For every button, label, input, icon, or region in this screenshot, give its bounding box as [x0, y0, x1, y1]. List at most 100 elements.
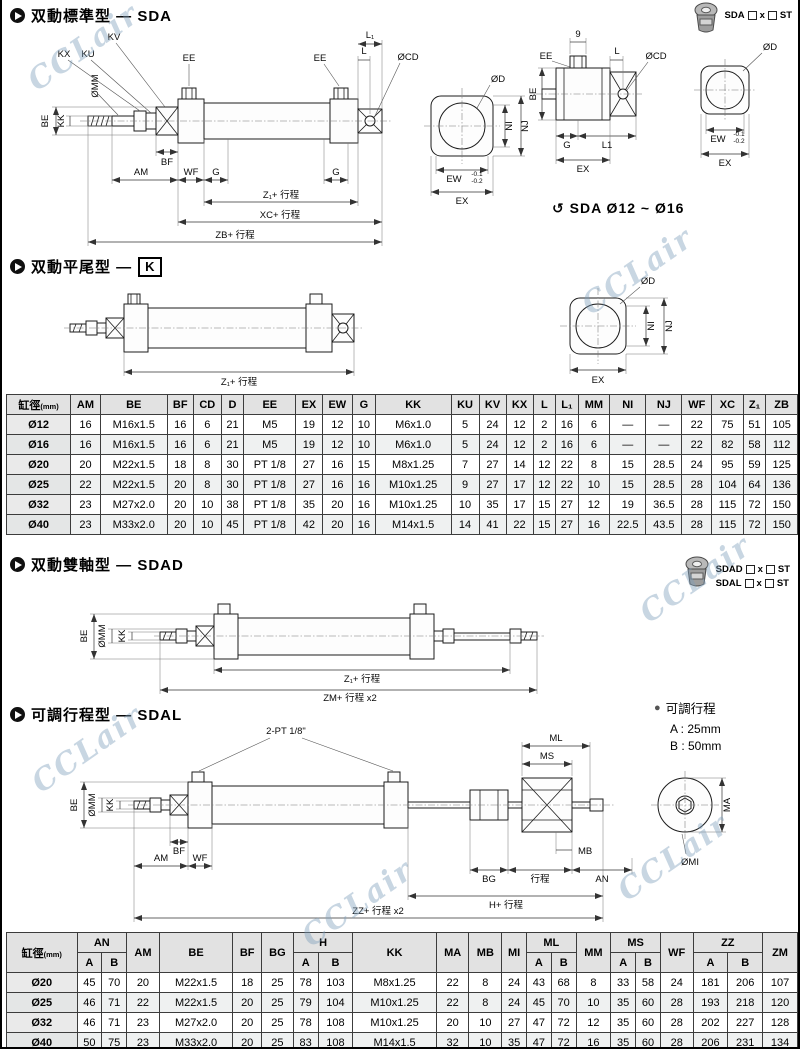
dimension-lines — [90, 613, 538, 694]
bore-placeholder-box — [745, 565, 755, 574]
dim-label-zb-stroke: ZB+ 行程 — [215, 229, 255, 241]
size-range-note: ↺ SDA Ø12 ~ Ø16 — [552, 200, 684, 217]
dim-value: 22 — [126, 992, 160, 1013]
dim-value: 104 — [317, 992, 354, 1013]
dim-value: 20 — [126, 972, 160, 993]
dim-value: 27 — [295, 454, 323, 475]
tolerance-upper: -0.1 — [733, 131, 745, 138]
dim-label-nj: NJ — [520, 120, 531, 132]
dim-value: 22 — [555, 454, 579, 475]
dim-value: 45 — [76, 972, 103, 993]
dim-value: 60 — [635, 992, 661, 1013]
bore-size: Ø16 — [5, 434, 72, 455]
dim-value: 75 — [711, 414, 744, 435]
dim-label-mb: MB — [578, 846, 592, 857]
dim-label-kk: KK — [56, 114, 67, 127]
dim-value: M16x1.5 — [99, 434, 168, 455]
dim-value: 8 — [468, 992, 503, 1013]
stroke-placeholder-box — [767, 11, 777, 20]
dim-value: 23 — [126, 1012, 160, 1033]
dim-label-kv: KV — [108, 32, 121, 43]
dim-value: 35 — [478, 494, 507, 515]
dim-value: 10 — [468, 1032, 503, 1047]
dim-label-an: AN — [595, 874, 608, 885]
dimension-lines — [80, 737, 726, 922]
k-option-box: K — [138, 256, 162, 277]
dim-label-be: BE — [79, 630, 90, 643]
dim-value: PT 1/8 — [243, 454, 297, 475]
cylinder-outline — [133, 771, 713, 833]
col-header: BG — [261, 932, 294, 973]
dim-label-kk: KK — [105, 798, 116, 811]
dim-value: 22 — [555, 474, 579, 495]
dim-label-port: 2-PT 1/8" — [266, 726, 306, 737]
dim-value: — — [609, 414, 647, 435]
dim-value: 16 — [321, 474, 354, 495]
bore-placeholder-box — [747, 11, 757, 20]
dim-label-l: L — [361, 46, 366, 57]
dim-value: 12 — [532, 474, 557, 495]
col-header: CD — [192, 394, 222, 415]
dim-value: 112 — [765, 434, 798, 455]
col-header: KV — [478, 394, 507, 415]
section-title-k: 双動平尾型 — — [31, 259, 133, 276]
dim-value: 45 — [525, 992, 552, 1013]
dim-value: M22x1.5 — [158, 972, 234, 993]
dim-value: PT 1/8 — [243, 494, 297, 515]
dim-value: 58 — [742, 434, 767, 455]
dim-label-ku: KU — [81, 49, 94, 60]
dim-value: M27x2.0 — [99, 494, 168, 515]
col-header-bore: 缸徑(mm) — [5, 394, 72, 415]
section-title-sdad: 双動雙軸型 — SDAD — [31, 557, 184, 574]
bore-size: Ø40 — [5, 514, 72, 535]
col-header: G — [352, 394, 376, 415]
dim-value: 15 — [352, 454, 376, 475]
section-title-sdal: 可調行程型 — SDAL — [31, 707, 183, 724]
dim-label-d: ØD — [763, 42, 777, 53]
model-x: x — [756, 578, 762, 589]
dim-value: 47 — [525, 1032, 552, 1047]
dim-value: 20 — [166, 494, 194, 515]
dim-value: 22 — [435, 972, 470, 993]
dim-value: 12 — [505, 414, 534, 435]
sda-side-view-drawing: KX KU KV EE EE L L₁ ØCD ØMM BE KK BF AM … — [40, 30, 531, 246]
dim-value: 22 — [435, 992, 470, 1013]
dim-value: 22.5 — [609, 514, 647, 535]
dim-value: 20 — [166, 474, 194, 495]
dim-value: 20 — [70, 454, 101, 475]
dim-value: 72 — [550, 1012, 577, 1033]
sdad-side-view-drawing: BE ØMM KK Z₁+ 行程 ZM+ 行程 x2 — [79, 603, 544, 704]
dim-value: 10 — [468, 1012, 503, 1033]
dim-value: 46 — [76, 1012, 103, 1033]
dim-value: 20 — [232, 1012, 263, 1033]
col-header: AM — [126, 932, 160, 973]
dim-value: 15 — [609, 474, 647, 495]
dim-value: 24 — [681, 454, 713, 475]
dim-value: 27 — [478, 474, 507, 495]
dim-label-be: BE — [40, 115, 51, 128]
dim-value: 10 — [575, 992, 612, 1013]
dim-label-ew: EW — [446, 174, 461, 185]
col-header: H — [292, 932, 354, 953]
dim-value: M27x2.0 — [158, 1012, 234, 1033]
col-subheader: A — [525, 952, 552, 973]
section-header-k: 双動平尾型 — K — [10, 256, 162, 277]
col-header: EE — [243, 394, 297, 415]
dim-value: 16 — [352, 494, 376, 515]
dim-value: 9 — [450, 474, 480, 495]
tolerance-lower: -0.2 — [733, 138, 745, 145]
dim-value: 10 — [192, 494, 222, 515]
dim-label-z1-stroke: Z₁+ 行程 — [221, 376, 258, 388]
dim-label-ni: NI — [646, 321, 657, 331]
col-header: MM — [575, 932, 612, 973]
col-header: KX — [505, 394, 534, 415]
col-header-bore: 缸徑(mm) — [6, 932, 78, 973]
section-bullet-icon — [10, 8, 25, 23]
dim-value: 58 — [635, 972, 661, 993]
dim-value: 46 — [76, 992, 103, 1013]
dim-label-ml: ML — [549, 733, 562, 744]
